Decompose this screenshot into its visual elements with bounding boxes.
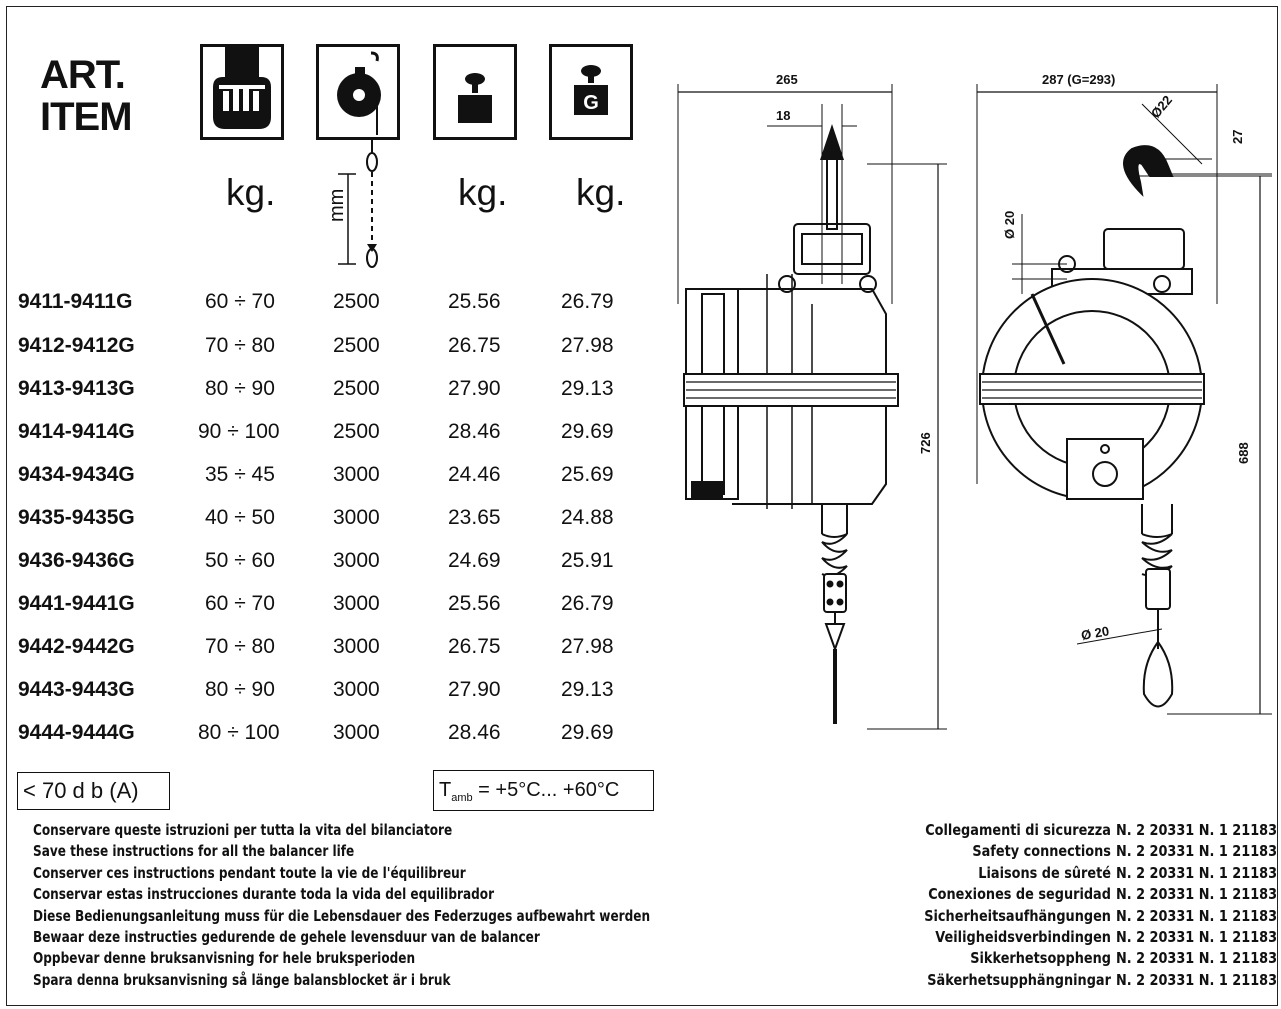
load-unit: kg. (226, 172, 276, 213)
dimension-hook-offset: 18 (776, 108, 790, 123)
dimension-bottom-diameter: Ø 20 (1080, 623, 1110, 643)
dimension-side-height: 726 (918, 432, 933, 454)
instruction-line: Conserver ces instructions pendant toute… (33, 863, 466, 882)
instruction-line: Diese Bedienungsanleitung muss für die L… (33, 906, 651, 925)
weight-g-unit: kg. (576, 172, 626, 213)
instruction-line: Conservare queste istruzioni per tutta l… (33, 821, 453, 839)
front-view-drawing (976, 84, 1272, 715)
article-heading: ART. ITEM (40, 53, 133, 139)
temperature-range-box: Tamb = +5°C... +60°C (433, 770, 654, 811)
balancer-technical-drawing: 265 18 726 (677, 72, 1272, 730)
dimension-hook-diameter: Ø22 (1148, 92, 1175, 120)
balancer-cable-stroke-icon (316, 44, 400, 140)
noise-level-box: < 70 d b (A) (17, 772, 170, 810)
instruction-line: Conservar estas instrucciones durante to… (33, 885, 495, 904)
dimension-front-width: 287 (G=293) (1042, 72, 1115, 87)
stroke-dimension-diagram (338, 140, 378, 268)
dimension-side-width: 265 (776, 72, 798, 87)
g-letter: G (583, 92, 599, 114)
weight-unit: kg. (458, 172, 508, 213)
instructions-notice: Conservare queste istruzioni per tutta l… (33, 820, 650, 991)
hand-holding-tool-icon (200, 44, 284, 140)
dimension-top-diameter: Ø 20 (1002, 211, 1017, 239)
item-label: ITEM (40, 95, 133, 139)
art-label: ART. (40, 53, 126, 97)
stroke-unit: mm (326, 188, 348, 222)
dimension-hook-gap: 27 (1230, 130, 1245, 144)
weight-on-block-icon (433, 44, 517, 140)
weight-on-block-g-icon: G (549, 44, 633, 140)
side-view-drawing (677, 84, 947, 730)
instruction-line: Save these instructions for all the bala… (33, 842, 355, 861)
document-frame (6, 6, 1278, 1006)
instruction-line: Oppbevar denne bruksanvisning for hele b… (33, 949, 416, 968)
instruction-line: Spara denna bruksanvisning så länge bala… (33, 970, 451, 989)
dimension-front-height: 688 (1236, 442, 1251, 464)
instruction-line: Bewaar deze instructies gedurende de geh… (33, 928, 540, 947)
